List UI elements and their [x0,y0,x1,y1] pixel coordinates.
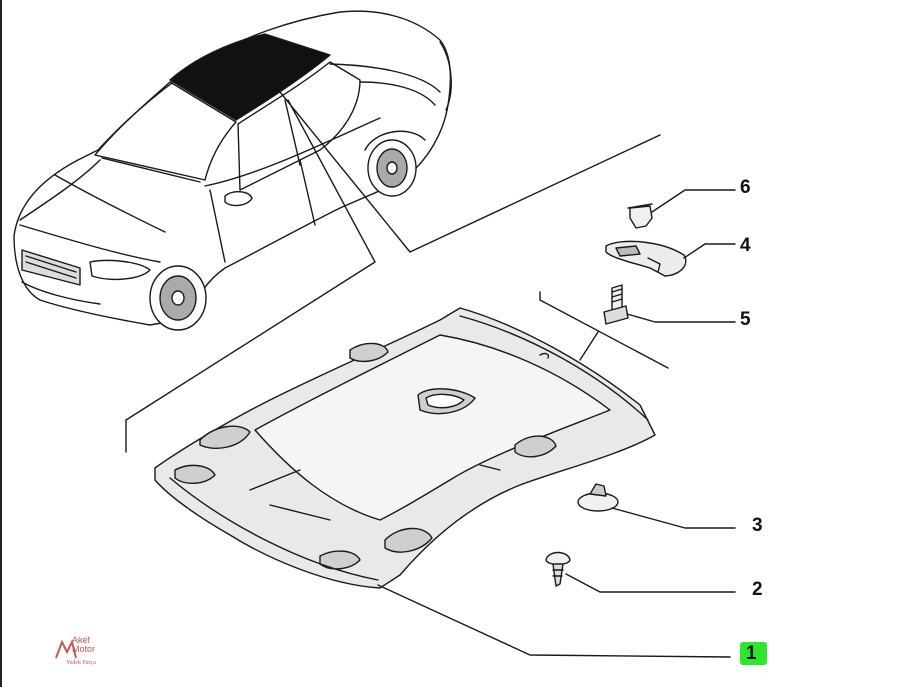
watermark-logo-icon [55,639,77,659]
push-clip-icon [577,483,736,529]
callout-3: 3 [752,515,763,536]
mount-bracket-icon [605,240,736,277]
screw-pin-icon [545,551,736,593]
frame-edge [0,0,2,687]
watermark-line1: Akef [72,635,91,645]
watermark-subtitle: Yedek Parça [66,660,96,666]
car-illustration-icon [13,10,452,331]
callout-4: 4 [740,235,751,256]
bolt-icon [603,284,736,325]
watermark-text: Akef Motor [72,636,95,654]
headliner-panel-icon [154,291,731,658]
retainer-clip-icon [627,189,736,229]
zoom-guide-lines [125,91,661,453]
watermark-line2: Motor [72,644,96,654]
callout-2: 2 [752,579,763,600]
callout-1-highlighted: 1 [740,642,767,665]
callout-6: 6 [740,177,751,198]
callout-5: 5 [740,309,751,330]
